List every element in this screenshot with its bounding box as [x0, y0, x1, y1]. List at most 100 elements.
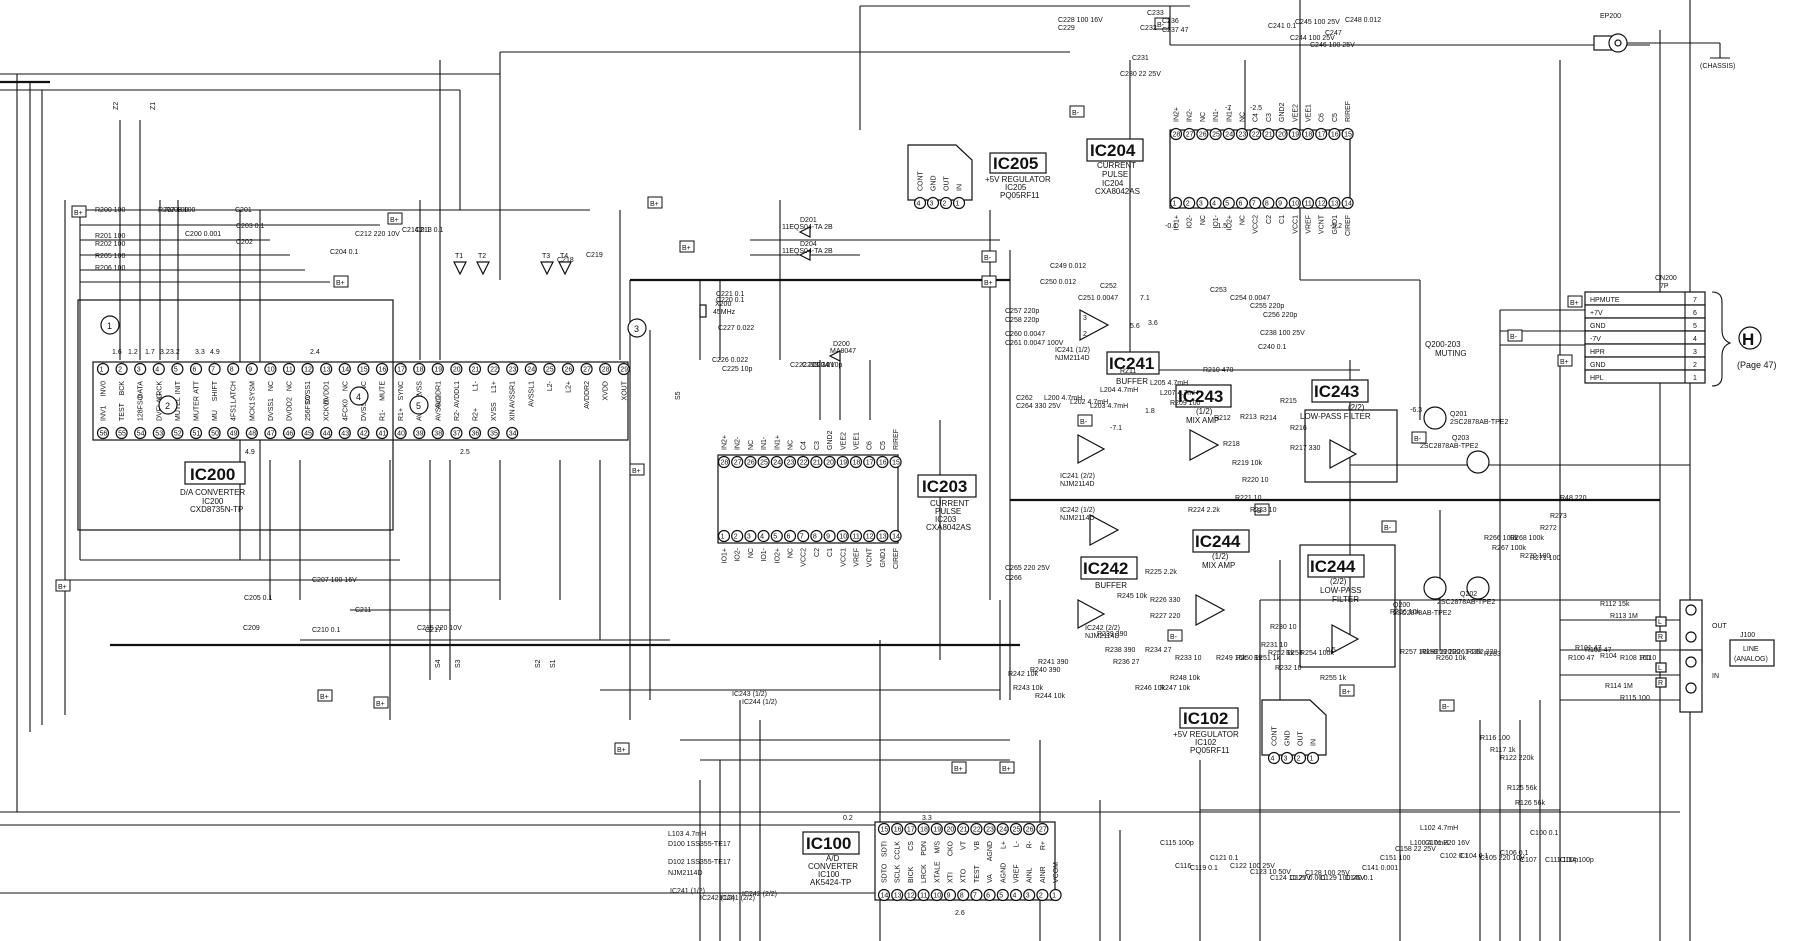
- pin-label: CONT: [918, 170, 925, 191]
- j100-jack: L R L R OUT IN J100 LINE (ANALOG): [1655, 599, 1775, 713]
- pin-circle: [1328, 127, 1341, 141]
- component-label: C228 100 16V: [1058, 17, 1103, 24]
- jack-label: LINE: [1743, 646, 1759, 653]
- b-plus-tag: B+: [317, 689, 333, 702]
- ic-sub-line: FILTER: [1332, 595, 1359, 604]
- b-minus-tag: B-: [1507, 329, 1523, 342]
- pin-circle: [1275, 196, 1288, 210]
- pin-label: XTALE: [934, 861, 941, 883]
- pin-label: SYNC: [398, 381, 405, 400]
- component-label: R48 220: [1560, 495, 1587, 502]
- component-label: R211: [1120, 368, 1136, 375]
- component-label: R245 10k: [1117, 593, 1147, 600]
- component-label: R243 10k: [1013, 685, 1043, 692]
- pin-circle: [413, 362, 426, 376]
- pin-circle: [375, 362, 389, 376]
- pin-label: GND2: [1279, 102, 1286, 122]
- pin-label: DATA: [138, 381, 145, 399]
- component-label: R117 1k: [1490, 747, 1516, 754]
- pin-circle: [245, 362, 258, 376]
- voltage-label: 1.8: [1145, 408, 1155, 415]
- component-label: C215 220 10V: [417, 625, 462, 632]
- pin-number: 22: [490, 367, 498, 374]
- pin-circle: [282, 426, 296, 440]
- pin-circle: [983, 822, 996, 836]
- jack-label: (ANALOG): [1734, 656, 1768, 663]
- voltage-label: 1.6: [112, 349, 122, 356]
- pin-label: IO2+: [774, 548, 781, 563]
- component-label: C227 0.022: [718, 325, 754, 332]
- pin-circle: [783, 529, 797, 543]
- connector-pin-label: -7V: [1590, 336, 1601, 343]
- pin-label: NC: [1200, 112, 1207, 122]
- ic200-pins-top: 1INV02BCK3DATA4LRCK5INIT6ATT7SHIFT8LATCH…: [96, 362, 630, 409]
- pin-label: SDTO: [882, 863, 889, 883]
- pin-label: PDN: [921, 841, 928, 856]
- pin-label: RIREF: [893, 429, 900, 450]
- pin-number: 27: [734, 460, 742, 467]
- pin-circle: [1262, 196, 1275, 210]
- pin-number: 47: [267, 431, 275, 438]
- component-label: R125 56k: [1507, 785, 1537, 792]
- pin-circle: [1169, 196, 1183, 210]
- pin-number: 2: [943, 201, 947, 208]
- ic-sub-line: PQ05RF11: [1190, 746, 1230, 755]
- component-label: R250 1k: [1236, 655, 1263, 662]
- component-label: C129 100 25V: [1320, 875, 1365, 882]
- pin-circle: [1222, 127, 1235, 141]
- pin-label: VA: [987, 874, 994, 883]
- pin-circle: [1280, 751, 1294, 765]
- pin-number: 7: [211, 367, 215, 374]
- voltage-label: 0.2: [843, 815, 853, 822]
- pin-number: 8: [230, 367, 234, 374]
- pin-number: 15: [881, 827, 889, 834]
- component-label: R221 10: [1235, 495, 1262, 502]
- test-point-label: T1: [455, 253, 463, 260]
- component-label: R242 10k: [1008, 671, 1038, 678]
- voltage-label: -7.1: [1110, 425, 1122, 432]
- pin-number: 14: [881, 893, 889, 900]
- signal-label: Z2: [113, 102, 120, 110]
- pin-label: C3: [814, 441, 821, 450]
- ic-title: IC244: [1195, 532, 1241, 551]
- pin-number: 25: [1013, 827, 1021, 834]
- component-label: R234 27: [1145, 647, 1172, 654]
- pin-circle: [301, 362, 314, 376]
- svg-text:2: 2: [1083, 331, 1087, 338]
- component-label: C214 0.1: [402, 227, 431, 234]
- svg-text:B-: B-: [1414, 436, 1422, 443]
- component-label: L204 4.7mH: [1100, 387, 1138, 394]
- component-label: R227 220: [1150, 613, 1180, 620]
- pin-number: 41: [379, 431, 387, 438]
- signal-label: S1: [550, 659, 557, 668]
- pin-number: 56: [100, 431, 108, 438]
- pin-label: R2+: [473, 408, 480, 421]
- pin-label: C6: [1319, 113, 1326, 122]
- pin-circle: [189, 426, 203, 440]
- pin-label: AVSSL1: [528, 381, 535, 407]
- pin-number: 19: [933, 827, 941, 834]
- wiring: [0, 0, 1691, 941]
- b-plus-tag: B+: [1339, 684, 1355, 697]
- component-label: C266: [1005, 575, 1022, 582]
- pin-label: CONT: [1272, 725, 1279, 746]
- opamp-ic244: IC244 (1/2) MIX AMP: [1192, 529, 1250, 627]
- component-label: R116 100: [1480, 735, 1510, 742]
- ic-title: IC205: [993, 154, 1038, 173]
- pin-label: LRCK: [921, 864, 928, 883]
- b-plus-tag: B+: [614, 742, 630, 755]
- pin-circle: [394, 426, 407, 440]
- pin-circle: [770, 529, 783, 543]
- pin-number: 25: [1212, 132, 1220, 139]
- component-label: C114 100p: [1560, 857, 1594, 864]
- component-label: C219: [586, 252, 603, 259]
- pin-label: 256FSO: [305, 394, 312, 421]
- component-label: D102 1SS355-TE17: [668, 859, 731, 866]
- pin-number: 4: [1013, 893, 1017, 900]
- pin-label: MCK1: [249, 401, 256, 421]
- pin-circle: [431, 362, 444, 376]
- svg-text:B+: B+: [58, 584, 67, 591]
- b-minus-tag: B-: [1154, 17, 1170, 30]
- connector-pin-number: 6: [1693, 310, 1697, 317]
